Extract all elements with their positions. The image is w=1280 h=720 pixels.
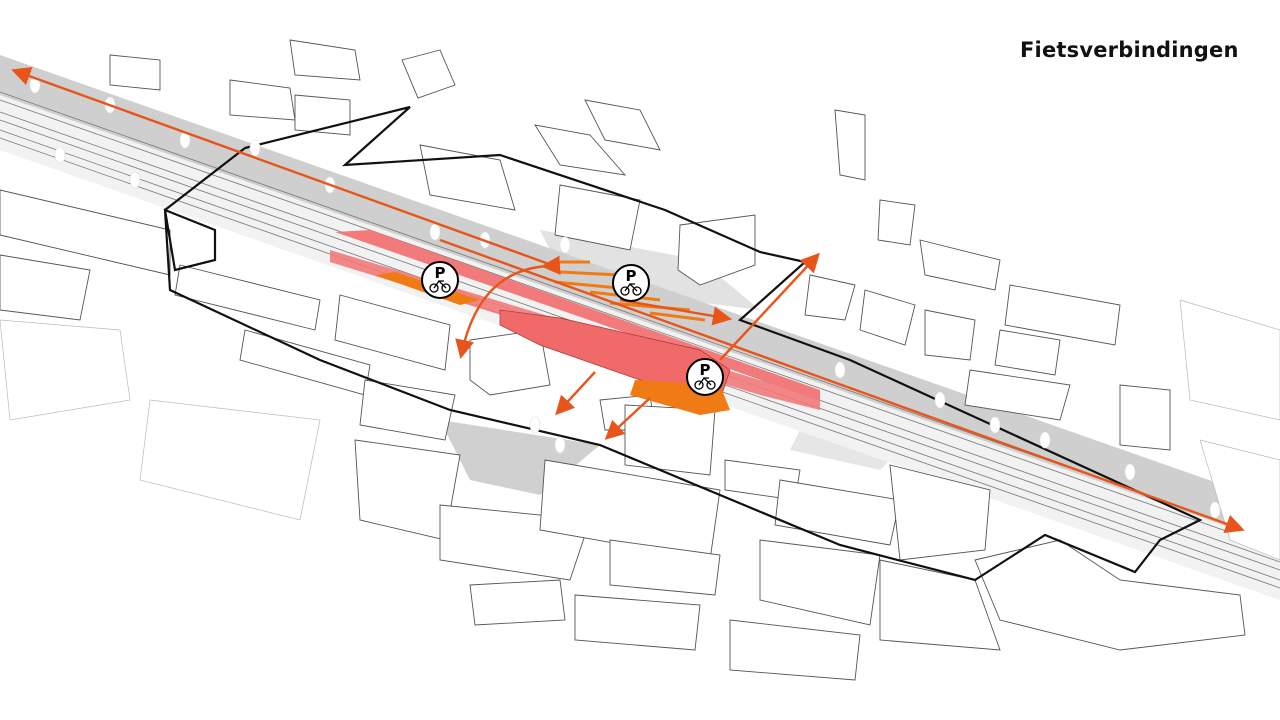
parking-letter: P [626,267,637,285]
route-east-crossing [619,298,733,326]
bicycle-icon [429,279,451,293]
bike-parking-icon-2[interactable]: P [612,264,650,302]
parking-letter: P [700,361,711,379]
route-south-1 [555,371,596,416]
bicycle-icon [694,376,716,390]
project-boundary [163,105,1203,582]
route-main-west [11,67,561,270]
bike-parking-icon-1[interactable]: P [421,261,459,299]
map-title: Fietsverbindingen [1020,38,1239,62]
parking-letter: P [435,264,446,282]
bike-routes [11,67,1245,533]
bicycle-icon [620,282,642,296]
route-curve-crossing [455,255,561,360]
bike-parking-icon-3[interactable]: P [686,358,724,396]
buildings [0,39,1280,681]
route-south-2 [604,397,651,440]
route-main-east [439,238,1245,533]
route-north-east [719,252,820,361]
